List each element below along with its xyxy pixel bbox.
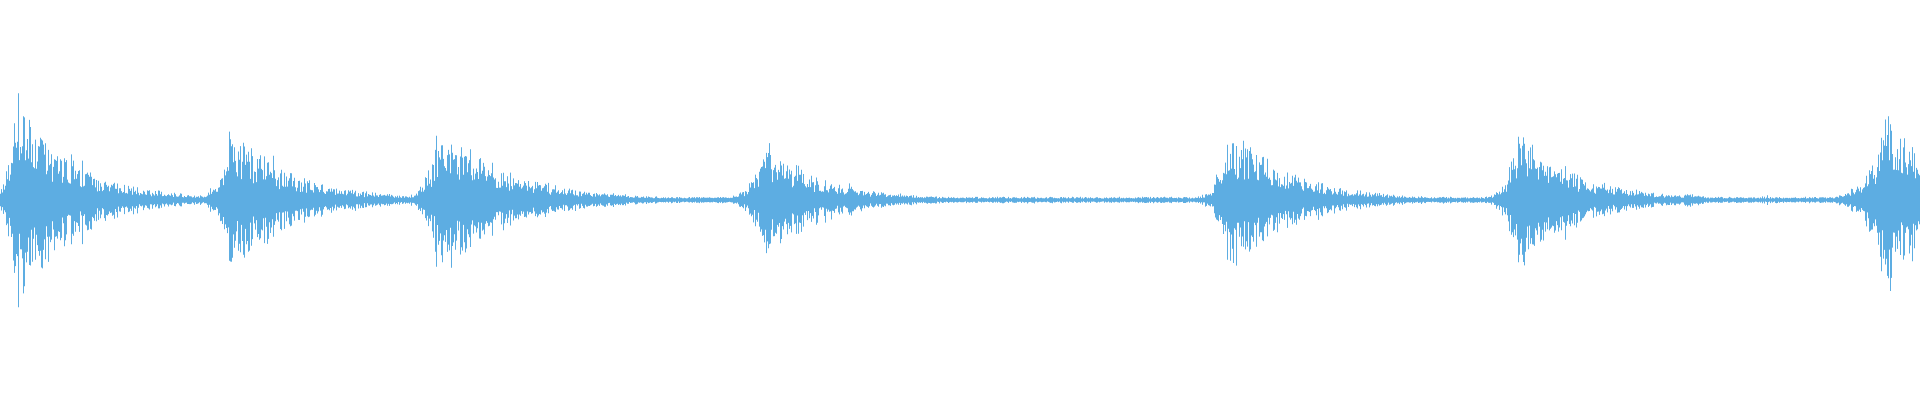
waveform-bars (0, 93, 1920, 308)
